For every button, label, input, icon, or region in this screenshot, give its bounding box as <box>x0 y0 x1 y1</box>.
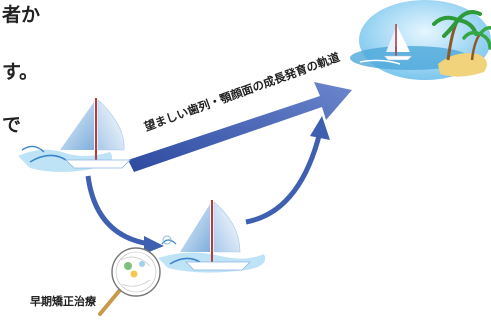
text-fragment-1: 者か <box>2 4 41 26</box>
sailboat-icon <box>158 200 266 273</box>
island-icon <box>350 0 491 80</box>
early-treatment-label: 早期矯正治療 <box>30 295 96 308</box>
growth-trajectory-arrow <box>128 82 352 172</box>
text-fragment-2: す。 <box>2 61 39 83</box>
arrow-label: 望ましい歯列・顎顔面の成長発育の軌道 <box>142 50 342 134</box>
recovery-arrow-up <box>245 116 330 225</box>
fan-icon <box>98 247 161 316</box>
text-fragment-3: で <box>2 114 22 136</box>
detour-arrow-down <box>85 175 164 254</box>
sailboat-icon <box>18 98 131 172</box>
